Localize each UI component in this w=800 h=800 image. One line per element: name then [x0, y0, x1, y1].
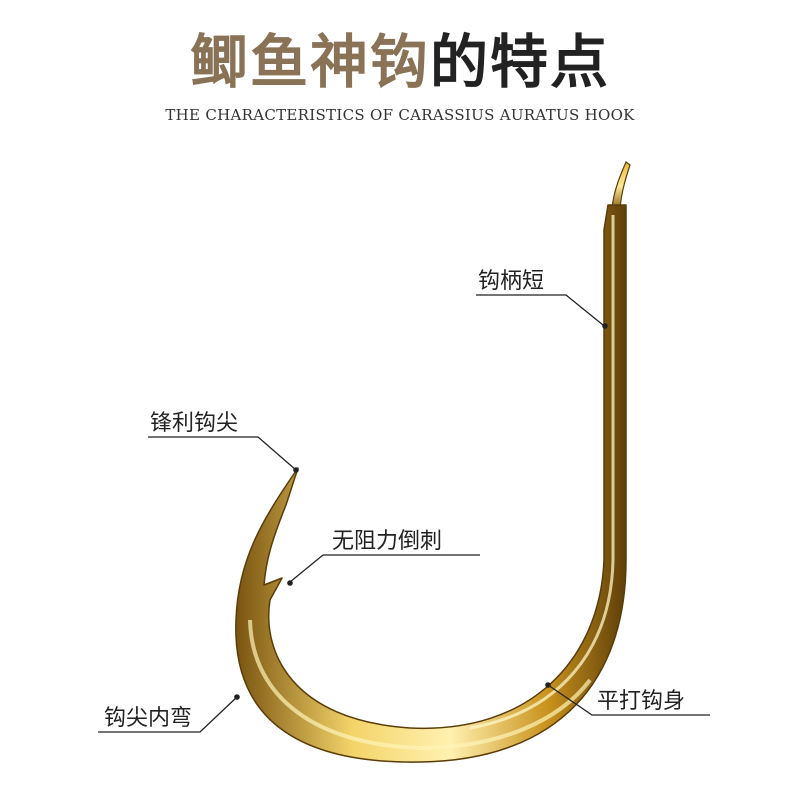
callout-point: 锋利钩尖 [150, 411, 239, 436]
callout-body: 平打钩身 [597, 689, 686, 714]
callout-bend: 钩尖内弯 [104, 706, 193, 731]
dot-shank [602, 323, 608, 329]
title-rest: 的特点 [430, 28, 611, 96]
hook-shank-highlight [469, 215, 615, 730]
leader-dots [234, 323, 608, 700]
leader-barbless [289, 554, 480, 583]
leader-bend [98, 696, 238, 733]
page-title: 鲫鱼神钩的特点 [0, 22, 800, 102]
leader-lines [98, 294, 710, 733]
leader-point [148, 436, 297, 471]
leader-shank [476, 294, 604, 326]
hook-bend-highlight [248, 619, 592, 751]
title-brand: 鲫鱼神钩 [189, 28, 430, 96]
dot-point [293, 467, 299, 473]
dot-bend [234, 694, 240, 700]
hook-eye [611, 161, 631, 211]
hook-body [235, 204, 627, 763]
page-subtitle: THE CHARACTERISTICS OF CARASSIUS AURATUS… [165, 106, 635, 124]
leader-body [547, 684, 710, 716]
callout-shank: 钩柄短 [478, 269, 545, 294]
dot-barbless [287, 580, 293, 586]
dot-body [545, 682, 551, 688]
callout-barbless: 无阻力倒刺 [332, 529, 443, 554]
